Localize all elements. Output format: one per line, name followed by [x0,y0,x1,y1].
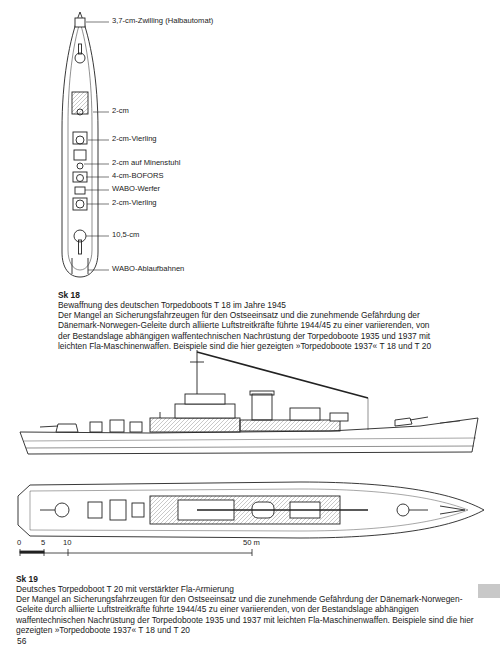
weapon-label: 4-cm-BOFORS [112,172,163,181]
scale-number: 10 [63,539,71,548]
scale-number: 0 [17,539,21,548]
page-number: 56 [17,636,26,646]
plan-view-t18 [62,12,98,277]
scale-number: 5 [41,539,45,548]
page-tab [478,584,500,598]
weapon-label: 2-cm auf Minenstuhl [112,159,180,168]
scale-number: 50 m [243,539,260,548]
weapon-label: 2-cm [112,107,129,116]
figure-title: Bewaffnung des deutschen Torpedoboots T … [58,300,443,310]
figure-title: Deutsches Torpedoboot T 20 mit verstärkt… [16,584,486,594]
figure-number: Sk 19 [16,574,38,584]
figure-number: Sk 18 [58,290,80,300]
weapon-label: 2-cm-Vierling [112,135,157,144]
leader-lines [84,22,109,270]
scale-bar [20,549,252,556]
weapon-label: 2-cm-Vierling [112,199,157,208]
weapon-label: WABO-Werfer [112,185,160,194]
weapon-label: 10,5-cm [112,231,139,240]
profile-view-t20 [20,350,478,454]
plan-view-t20 [18,482,484,538]
caption-text: Der Mangel an Sicherungsfahrzeugen für d… [58,310,443,351]
caption-text: Der Mangel an Sicherungsfahrzeugen für d… [16,594,478,635]
weapon-label: WABO-Ablaufbahnen [112,265,184,274]
weapon-label: 3,7-cm-Zwilling (Halbautomat) [112,17,213,26]
